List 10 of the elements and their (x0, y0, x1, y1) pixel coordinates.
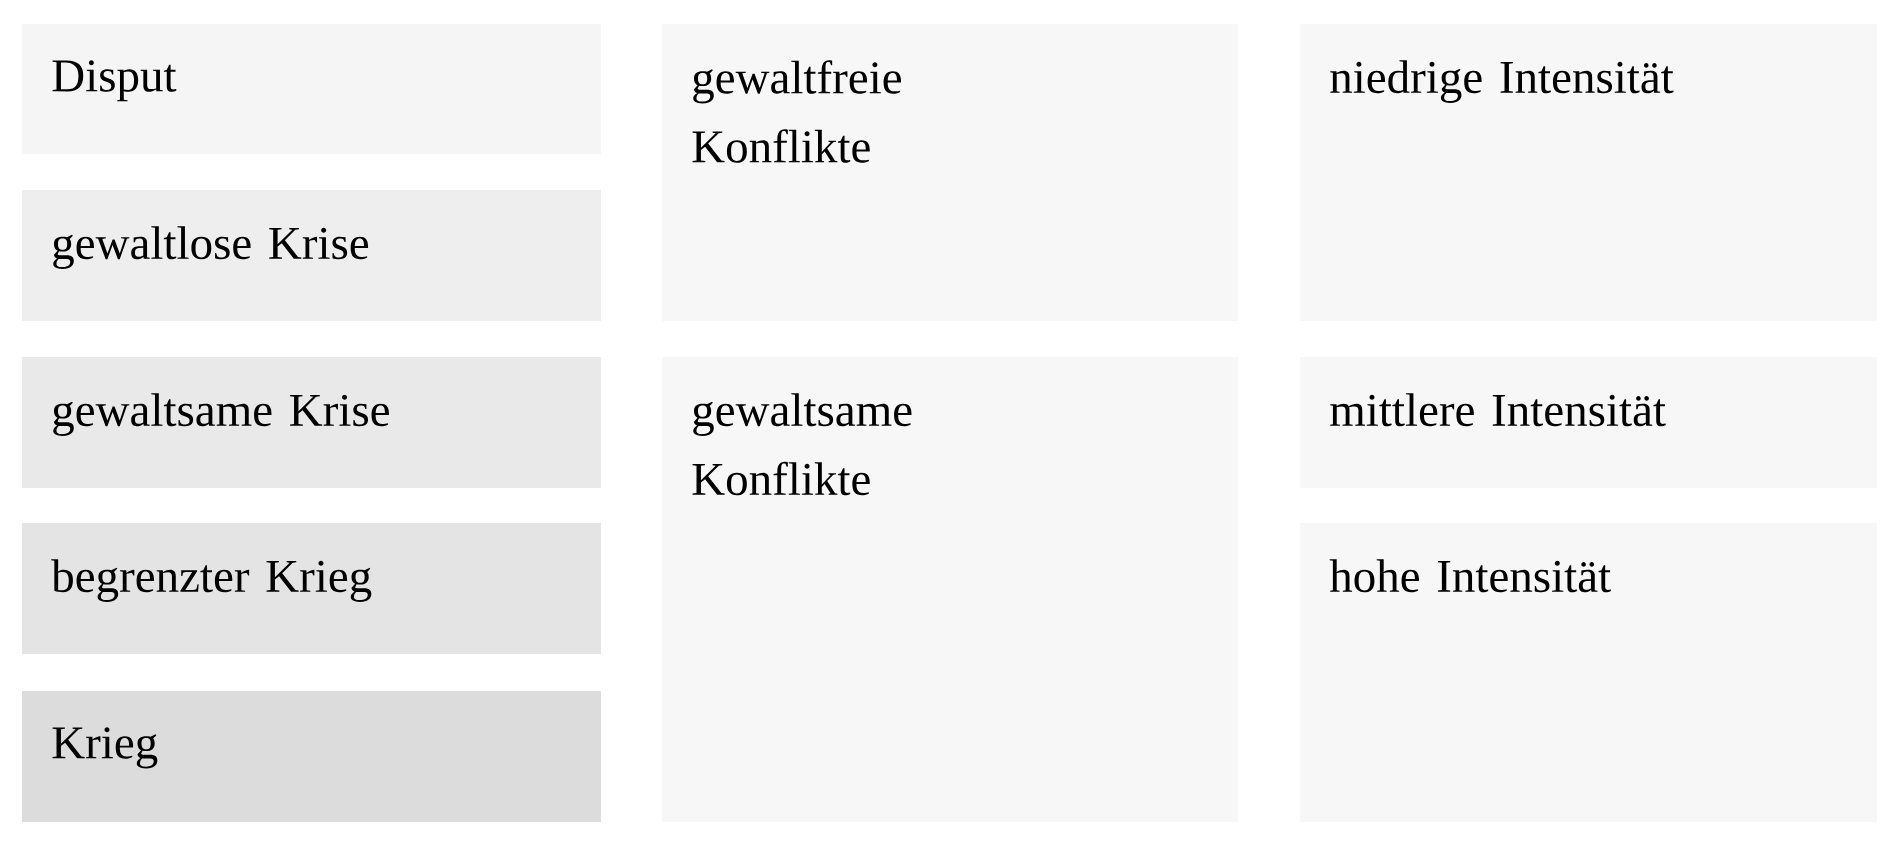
category-box: hohe Intensität (1300, 523, 1877, 822)
category-box: niedrige Intensität (1300, 24, 1877, 321)
category-box: gewaltsame Konflikte (662, 357, 1238, 822)
category-box: gewaltlose Krise (22, 190, 601, 321)
category-box: begrenzter Krieg (22, 523, 601, 654)
category-box: gewaltsame Krise (22, 357, 601, 488)
category-box: Krieg (22, 691, 601, 822)
category-box: mittlere Intensität (1300, 357, 1877, 488)
category-box: gewaltfreie Konflikte (662, 24, 1238, 321)
category-box: Disput (22, 24, 601, 154)
